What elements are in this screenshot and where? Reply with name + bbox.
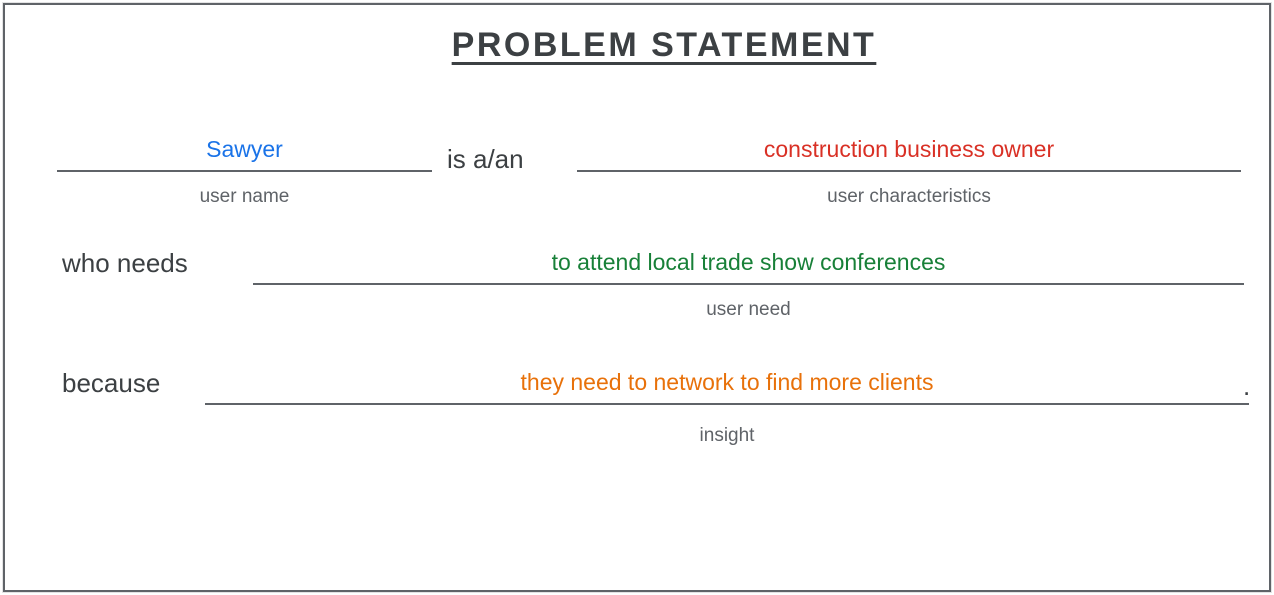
insight-field[interactable]: they need to network to find more client… xyxy=(205,357,1249,405)
insight-label: insight xyxy=(699,425,755,446)
is-a-an-text: is a/an xyxy=(447,144,524,174)
user-name-label: user name xyxy=(199,186,290,207)
user-need-label: user need xyxy=(706,299,791,320)
user-characteristics-label: user characteristics xyxy=(827,186,991,207)
user-need-field[interactable]: to attend local trade show conferences xyxy=(253,237,1244,285)
page-title: PROBLEM STATEMENT xyxy=(451,26,877,64)
who-needs-text: who needs xyxy=(62,248,188,278)
user-characteristics-value[interactable]: construction business owner xyxy=(763,136,1055,162)
card-border xyxy=(3,3,1271,592)
user-name-value[interactable]: Sawyer xyxy=(206,136,283,162)
because-text: because xyxy=(62,368,161,398)
user-need-value[interactable]: to attend local trade show conferences xyxy=(551,249,946,275)
user-characteristics-field[interactable]: construction business owner xyxy=(577,124,1241,172)
sentence-period: . xyxy=(1243,371,1251,401)
user-name-field[interactable]: Sawyer xyxy=(57,124,432,172)
insight-value[interactable]: they need to network to find more client… xyxy=(520,369,934,395)
